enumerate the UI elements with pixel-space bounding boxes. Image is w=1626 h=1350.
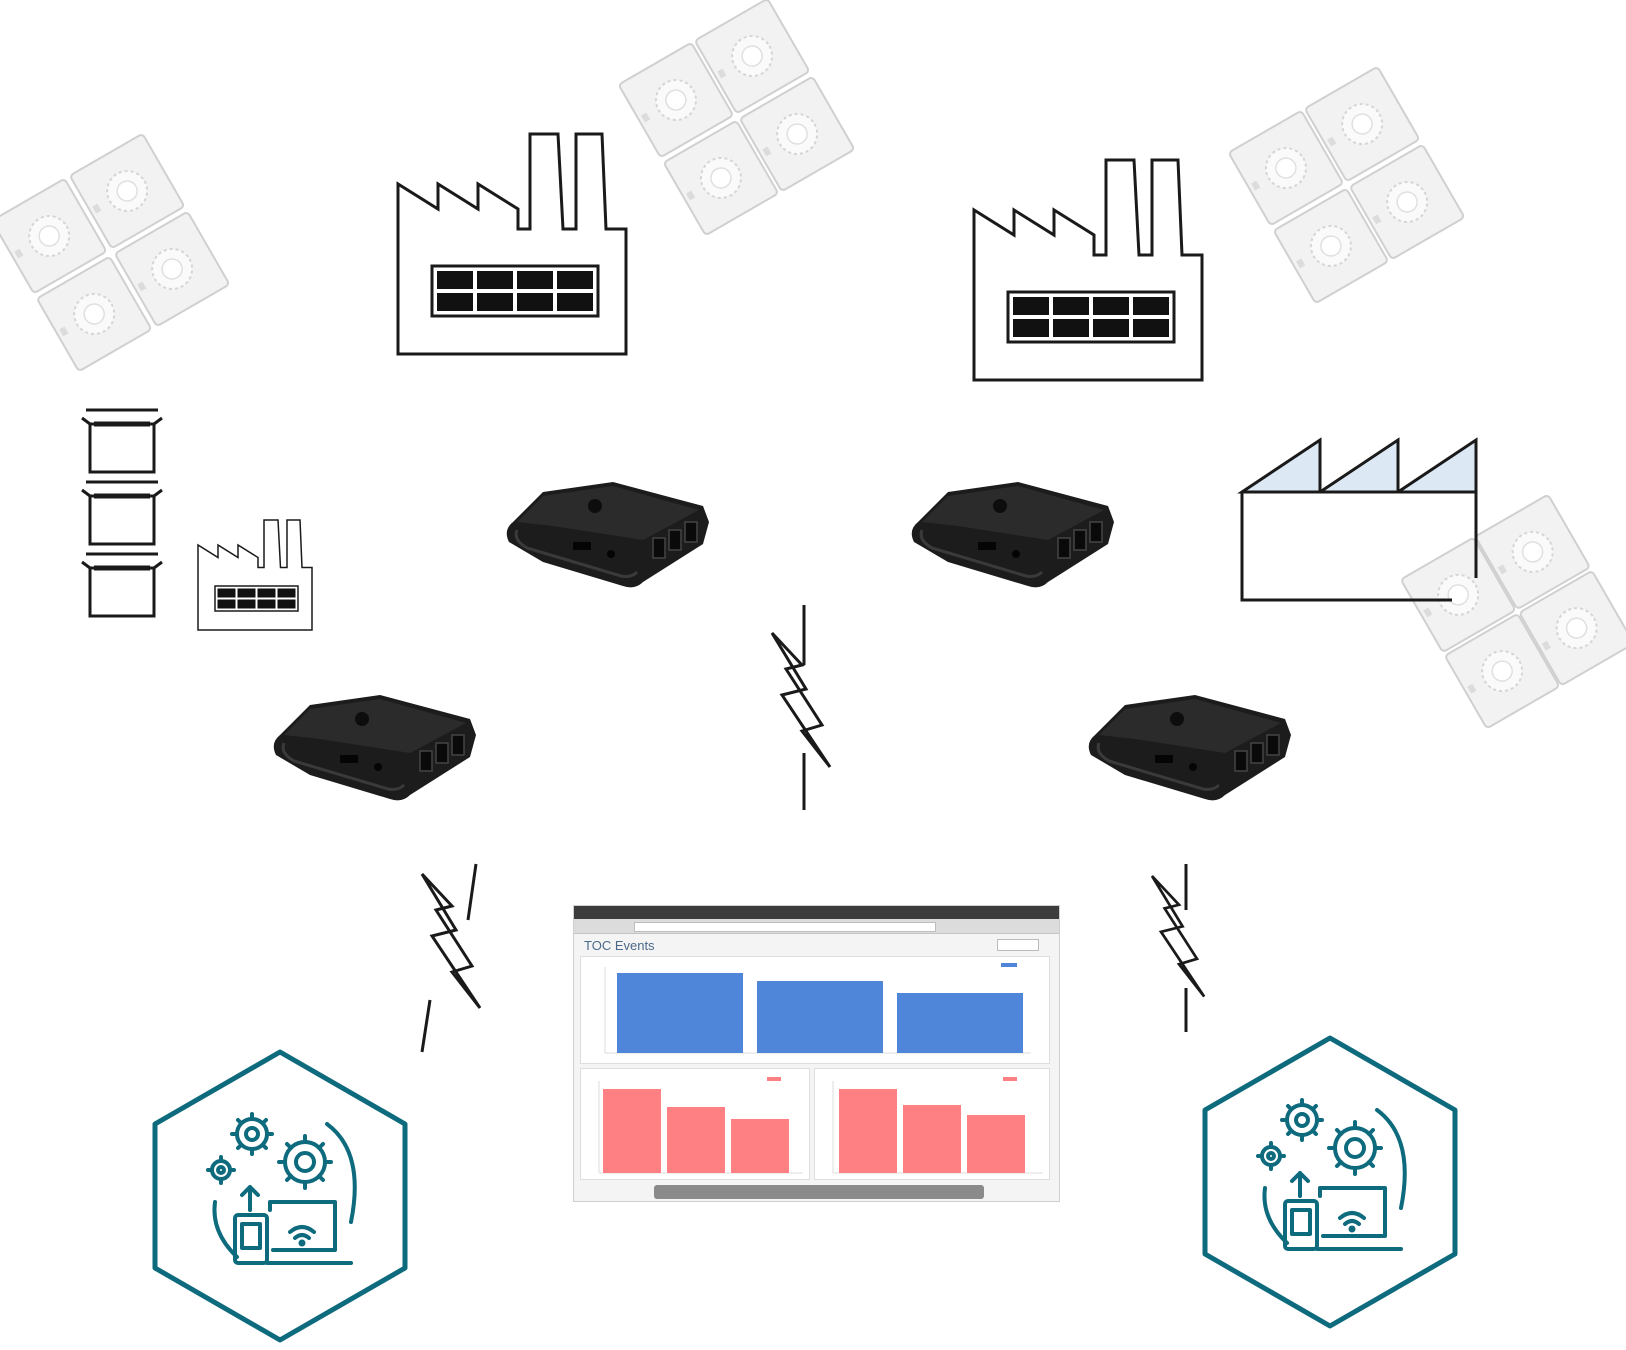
- wireless-link-icon: [1150, 864, 1206, 1032]
- dashboard-dock: [654, 1185, 984, 1199]
- dashboard-action-button: [997, 939, 1039, 951]
- top-bar: [757, 981, 883, 1053]
- iot-gateway-box-icon: [272, 693, 478, 802]
- bottom-bar: [967, 1115, 1025, 1173]
- solar-panel-cluster-icon: [0, 132, 231, 373]
- dashboard-bottom-left-chart-panel: [580, 1068, 810, 1180]
- legend-swatch: [767, 1077, 781, 1081]
- bottom-bar: [731, 1119, 789, 1173]
- dashboard-screenshot: TOC Events: [573, 905, 1060, 1202]
- bottom-bar: [603, 1089, 661, 1173]
- iot-service-hexagon-icon: [155, 1052, 415, 1347]
- top-bar: [897, 993, 1023, 1053]
- solar-panel-cluster-icon: [617, 0, 856, 237]
- sawtooth-roof-factory-icon: [1237, 437, 1478, 602]
- storage-tank-icon: [80, 554, 170, 624]
- dashboard-title: TOC Events: [584, 938, 655, 953]
- wireless-link-icon: [770, 605, 832, 810]
- dashboard-top-chart-panel: [580, 956, 1050, 1064]
- legend-swatch: [1001, 963, 1017, 967]
- dashboard-url-bar: [634, 922, 936, 932]
- factory-icon: [396, 132, 628, 356]
- bottom-left-bar-chart: [598, 1077, 803, 1174]
- iot-gateway-box-icon: [910, 480, 1116, 589]
- bottom-bar: [839, 1089, 897, 1173]
- dashboard-menu-bar: [574, 906, 1059, 919]
- storage-tank-icon: [80, 482, 170, 552]
- legend-swatch: [1003, 1077, 1017, 1081]
- bottom-right-bar-chart: [832, 1077, 1043, 1174]
- factory-icon: [197, 519, 313, 631]
- bottom-bar: [903, 1105, 961, 1173]
- iot-service-hexagon-icon: [1205, 1038, 1465, 1333]
- iot-gateway-box-icon: [1087, 693, 1293, 802]
- iot-gateway-box-icon: [505, 480, 711, 589]
- wireless-link-icon: [420, 863, 482, 1053]
- solar-panel-cluster-icon: [1227, 65, 1466, 305]
- storage-tank-icon: [80, 410, 170, 480]
- top-bar: [617, 973, 743, 1053]
- bottom-bar: [667, 1107, 725, 1173]
- top-bar-chart: [604, 963, 1031, 1054]
- dashboard-bottom-right-chart-panel: [814, 1068, 1050, 1180]
- factory-icon: [972, 158, 1204, 382]
